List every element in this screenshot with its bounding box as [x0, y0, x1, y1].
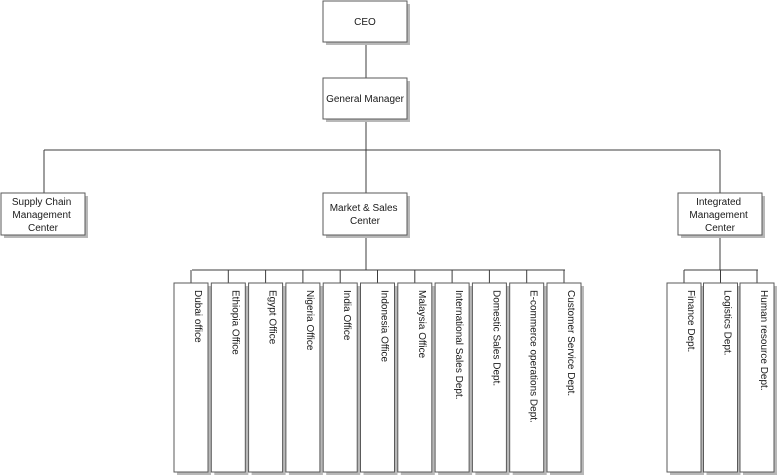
- integrated-label-line-2: Management: [689, 210, 748, 221]
- unit-label-dubai-office: Dubai office: [192, 290, 203, 343]
- connectors: [43, 43, 758, 271]
- unit-malaysia-office: Malaysia Office: [397, 270, 435, 475]
- unit-egypt-office: Egypt Office: [248, 270, 286, 475]
- unit-nigeria-office: Nigeria Office: [285, 270, 323, 475]
- unit-label-international-sales-dept: International Sales Dept.: [453, 290, 464, 400]
- unit-box: [322, 282, 358, 473]
- general-manager-label: General Manager: [326, 94, 404, 105]
- unit-box: [360, 282, 395, 473]
- unit-box: [739, 282, 775, 473]
- unit-box: [703, 282, 738, 473]
- unit-finance-dept: Finance Dept.: [666, 270, 704, 475]
- unit-box: [248, 282, 284, 473]
- unit-label-indonesia-office: Indonesia Office: [379, 290, 390, 363]
- integrated-label-line-3: Center: [705, 223, 736, 234]
- supply-chain-label-line-3: Center: [28, 223, 59, 234]
- unit-label-finance-dept: Finance Dept.: [685, 290, 696, 352]
- unit-label-india-office: India Office: [341, 290, 352, 341]
- unit-label-nigeria-office: Nigeria Office: [304, 290, 315, 351]
- unit-domestic-sales-dept: Domestic Sales Dept.: [471, 270, 510, 475]
- unit-box: [666, 282, 702, 473]
- supply-chain-label-line-2: Management: [12, 210, 71, 221]
- integrated-node: Integrated Management Center: [677, 192, 765, 238]
- ceo-node: CEO: [322, 0, 410, 45]
- market-sales-label: Market & Sales Center: [330, 203, 401, 227]
- unit-logistics-dept: Logistics Dept.: [703, 270, 741, 475]
- unit-label-malaysia-office: Malaysia Office: [416, 290, 427, 359]
- unit-label-human-resource-dept: Human resource Dept.: [758, 290, 769, 391]
- unit-human-resource-dept: Human resource Dept.: [739, 270, 777, 475]
- unit-international-sales-dept: International Sales Dept.: [434, 270, 473, 475]
- integrated-units: Finance Dept. Logistics Dept. Human resour…: [666, 270, 777, 475]
- unit-india-office: India Office: [322, 270, 361, 475]
- supply-chain-node: Supply Chain Management Center: [0, 192, 88, 238]
- unit-label-domestic-sales-dept: Domestic Sales Dept.: [490, 290, 501, 386]
- market-sales-label-line-1: Market & Sales: [330, 203, 398, 214]
- unit-ethiopia-office: Ethiopia Office: [210, 270, 249, 475]
- unit-indonesia-office: Indonesia Office: [360, 270, 398, 475]
- integrated-label: Integrated Management Center: [689, 197, 750, 234]
- unit-label-ethiopia-office: Ethiopia Office: [229, 290, 240, 355]
- unit-box: [210, 282, 246, 473]
- supply-chain-label: Supply Chain Management Center: [12, 197, 74, 234]
- market-sales-units: Dubai office Ethiopia Office Egypt Office N…: [173, 270, 584, 475]
- unit-label-egypt-office: Egypt Office: [267, 290, 278, 345]
- integrated-label-line-1: Integrated: [696, 197, 741, 208]
- ceo-label: CEO: [354, 17, 376, 28]
- unit-box: [471, 282, 507, 473]
- general-manager-node: General Manager: [322, 77, 410, 122]
- unit-label-logistics-dept: Logistics Dept.: [722, 290, 733, 356]
- unit-label-e-commerce-operations-dept: E-commerce operations Dept.: [528, 290, 539, 423]
- unit-box: [397, 282, 433, 473]
- unit-customer-service-dept: Customer Service Dept.: [546, 270, 584, 475]
- unit-box: [434, 282, 470, 473]
- unit-label-customer-service-dept: Customer Service Dept.: [565, 290, 576, 396]
- unit-e-commerce-operations-dept: E-commerce operations Dept.: [509, 270, 547, 475]
- unit-box: [173, 282, 209, 473]
- unit-dubai-office: Dubai office: [173, 270, 211, 475]
- market-sales-label-line-2: Center: [350, 216, 381, 227]
- supply-chain-label-line-1: Supply Chain: [12, 197, 71, 208]
- unit-box: [546, 282, 582, 473]
- unit-box: [285, 282, 321, 473]
- unit-box: [509, 282, 545, 473]
- market-sales-node: Market & Sales Center: [322, 192, 410, 238]
